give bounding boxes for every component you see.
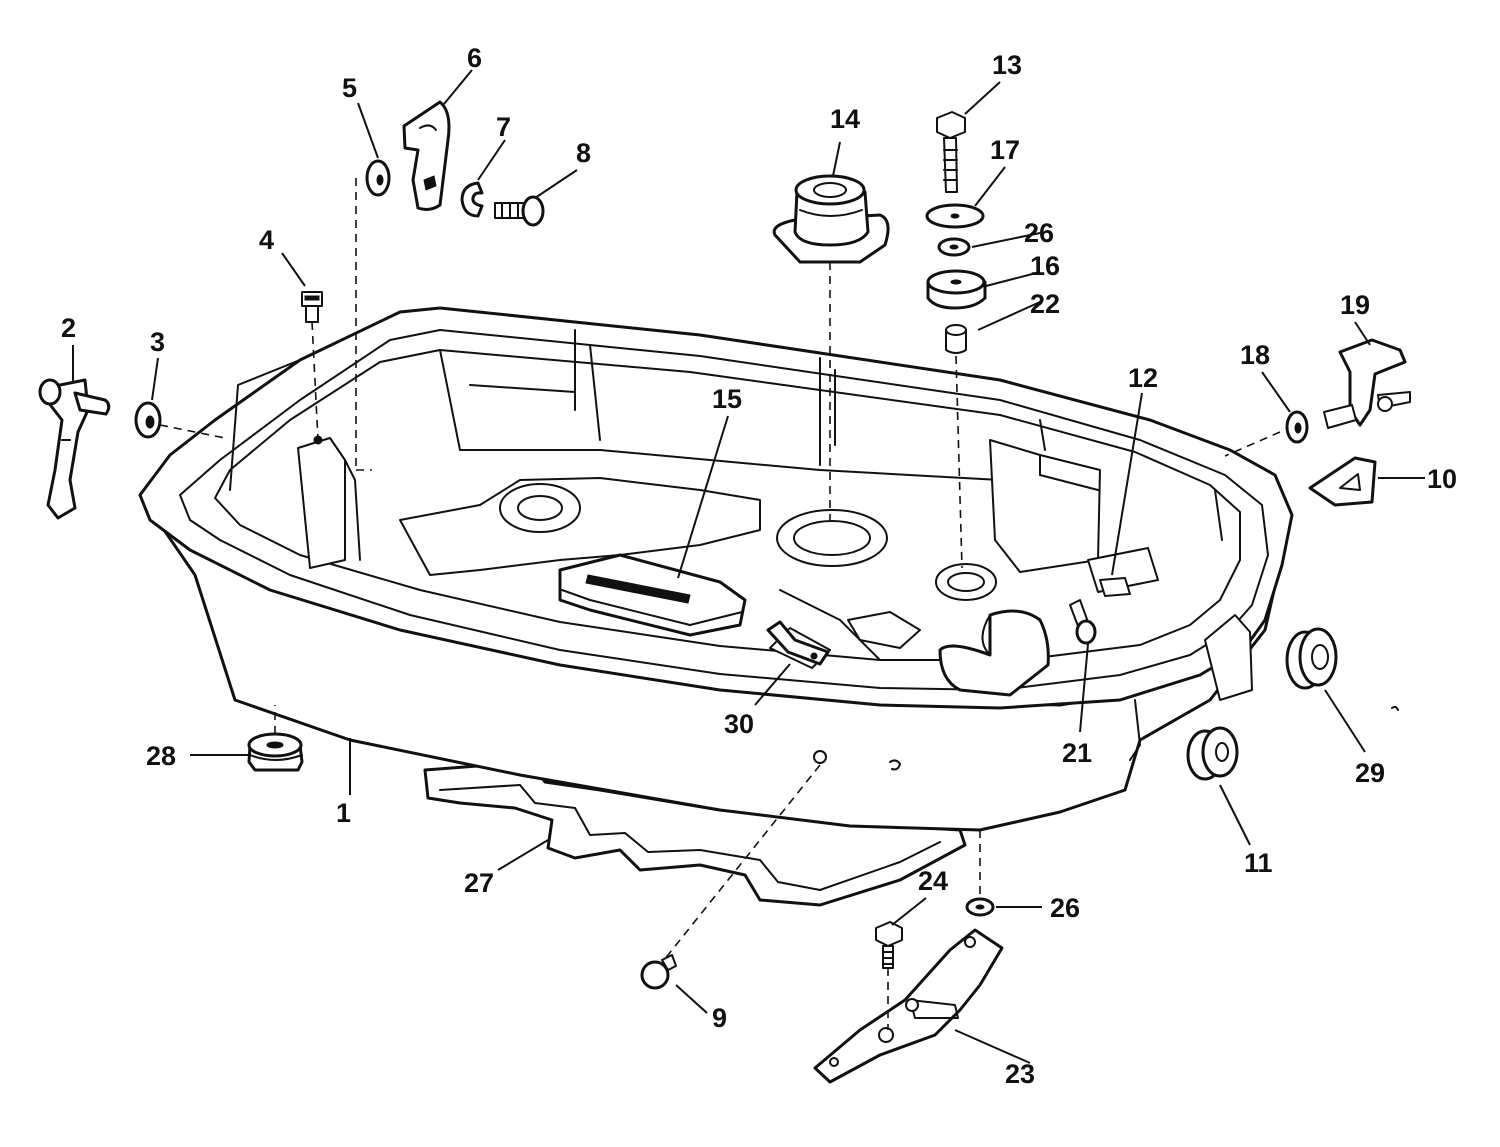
callout-1: 1: [336, 798, 351, 828]
part-7-clip: [460, 181, 484, 218]
callout-5: 5: [342, 73, 357, 103]
callout-23: 23: [1005, 1059, 1035, 1089]
callout-6: 6: [467, 43, 482, 73]
part-28-grommet: [247, 732, 304, 772]
part-3-washer: [134, 401, 162, 439]
callout-8: 8: [576, 138, 591, 168]
callout-26-upper: 26: [1024, 218, 1054, 248]
part-19-fitting: [1323, 338, 1411, 429]
part-24-bolt: [875, 921, 903, 969]
callout-22: 22: [1030, 289, 1060, 319]
callout-2: 2: [61, 313, 76, 343]
part-4-fitting: [301, 291, 323, 323]
callout-13: 13: [992, 50, 1022, 80]
part-6-hook: [402, 100, 451, 211]
callout-29: 29: [1355, 758, 1385, 788]
part-8-screw: [494, 195, 545, 227]
part-14-grommet: [772, 174, 890, 264]
callout-4: 4: [259, 225, 274, 255]
callout-9: 9: [712, 1003, 727, 1033]
part-13-bolt: [936, 111, 966, 193]
callout-16: 16: [1030, 251, 1060, 281]
part-30-bracket: [766, 620, 830, 666]
callout-15: 15: [712, 384, 742, 414]
part-22-sleeve: [945, 324, 967, 354]
callout-24: 24: [918, 866, 948, 896]
callout-7: 7: [496, 112, 511, 142]
callout-12: 12: [1128, 363, 1158, 393]
part-18-washer: [1285, 410, 1309, 444]
part-9-plug: [640, 954, 677, 990]
callout-10: 10: [1427, 464, 1457, 494]
callout-3: 3: [150, 327, 165, 357]
assembly-dashed-lines: [159, 178, 1281, 1030]
callout-28: 28: [146, 741, 176, 771]
callout-26-lower: 26: [1050, 893, 1080, 923]
part-17-washer: [925, 203, 985, 229]
part-11-grommet: [1186, 726, 1239, 781]
stray-mark: [1391, 705, 1399, 711]
callout-18: 18: [1240, 340, 1270, 370]
part-15-mat: [558, 553, 747, 637]
callout-19: 19: [1340, 290, 1370, 320]
part-16-mount: [926, 269, 987, 310]
part-23-bracket: [813, 928, 1004, 1084]
part-2-lever: [38, 378, 111, 520]
callout-11: 11: [1244, 848, 1273, 878]
leader-lines: [72, 69, 1425, 1064]
part-29-grommet: [1285, 627, 1338, 690]
part-26-washer-upper: [937, 237, 971, 257]
callout-17: 17: [990, 135, 1020, 165]
callout-30: 30: [724, 709, 754, 739]
callout-21: 21: [1062, 738, 1092, 768]
part-1-lower-cover: [138, 306, 1294, 832]
part-26-washer-lower: [965, 897, 995, 917]
part-21-plug: [1069, 599, 1097, 645]
callout-27: 27: [464, 868, 494, 898]
callout-14: 14: [830, 104, 860, 134]
part-10-clip: [1308, 456, 1377, 507]
part-5-washer: [365, 159, 391, 197]
callout-labels: 1 2 3 4 5 6 7 8 9 10 11 12 13 14 15 16 1…: [61, 43, 1457, 1089]
